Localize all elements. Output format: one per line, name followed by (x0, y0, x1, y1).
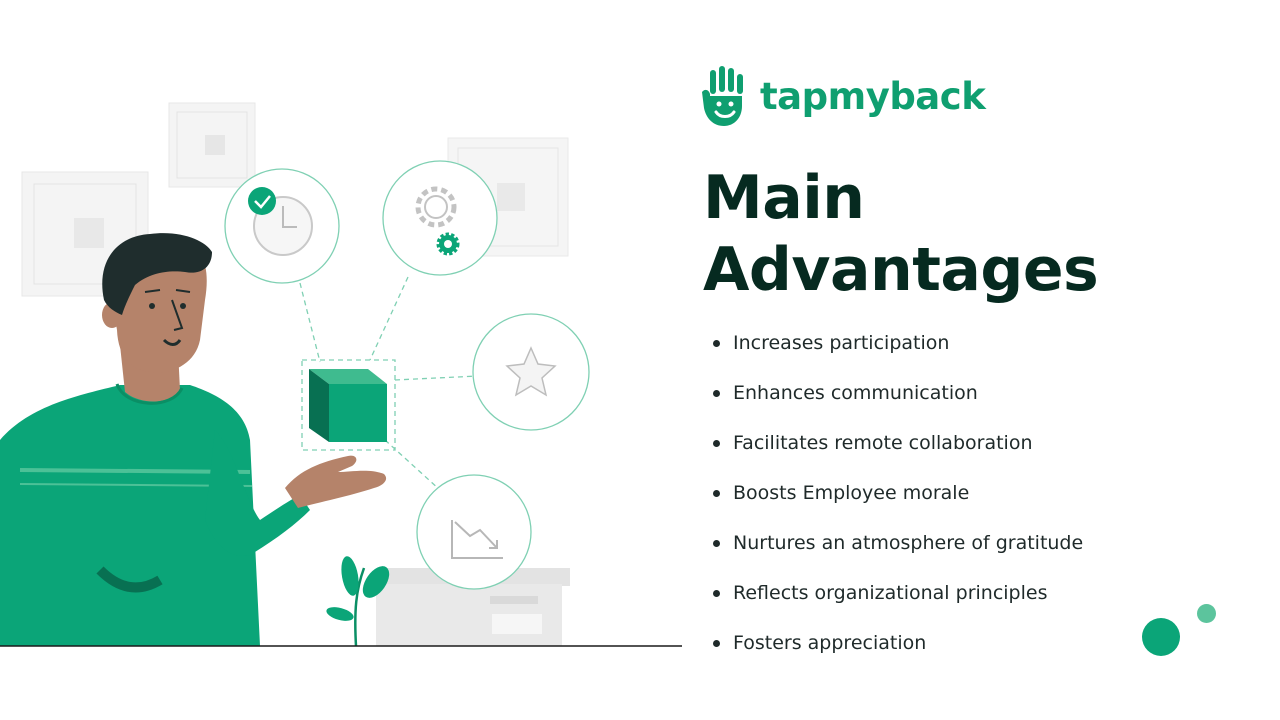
bullet-dot-icon (713, 590, 720, 597)
clock-icon (254, 195, 271, 209)
check-badge-icon (248, 187, 276, 215)
bullet-dot-icon (713, 440, 720, 447)
list-item-text: Nurtures an atmosphere of gratitude (733, 532, 1084, 554)
bullet-dot-icon (713, 540, 720, 547)
list-item-text: Facilitates remote collaboration (733, 432, 1033, 454)
list-item: Reflects organizational principles (713, 579, 1083, 629)
list-item: Fosters appreciation (713, 629, 1083, 679)
connector-lines (299, 276, 479, 491)
list-item: Enhances communication (713, 379, 1083, 429)
decorative-circle-small (1197, 604, 1216, 623)
star-circle (472, 313, 590, 431)
cube-icon (309, 369, 387, 442)
bullet-dot-icon (713, 340, 720, 347)
title-line-2: Advantages (703, 235, 1099, 305)
chart-circle (416, 474, 532, 590)
bullet-dot-icon (713, 390, 720, 397)
advantages-list: Increases participation Enhances communi… (713, 329, 1083, 679)
bullet-dot-icon (713, 490, 720, 497)
waving-hand-icon (702, 66, 743, 126)
decorative-circle-large (1142, 618, 1180, 656)
list-item-text: Fosters appreciation (733, 632, 927, 654)
plant (326, 556, 390, 647)
clock-circle (224, 168, 340, 284)
list-item: Nurtures an atmosphere of gratitude (713, 529, 1083, 579)
brand-name: tapmyback (760, 74, 986, 118)
brand-logo: tapmyback (700, 66, 986, 126)
list-item: Boosts Employee morale (713, 479, 1083, 529)
list-item-text: Enhances communication (733, 382, 978, 404)
illustration (0, 102, 682, 647)
list-item: Facilitates remote collaboration (713, 429, 1083, 479)
page-title: Main Advantages (703, 162, 1099, 306)
gear-circle (382, 160, 498, 276)
trend-down-chart-icon (451, 520, 503, 559)
title-line-1: Main (703, 163, 865, 233)
gear-icon (415, 186, 457, 228)
bullet-dot-icon (713, 640, 720, 647)
list-item-text: Reflects organizational principles (733, 582, 1048, 604)
list-item-text: Increases participation (733, 332, 950, 354)
person (0, 233, 387, 646)
star-icon (505, 346, 557, 397)
list-item-text: Boosts Employee morale (733, 482, 970, 504)
list-item: Increases participation (713, 329, 1083, 379)
